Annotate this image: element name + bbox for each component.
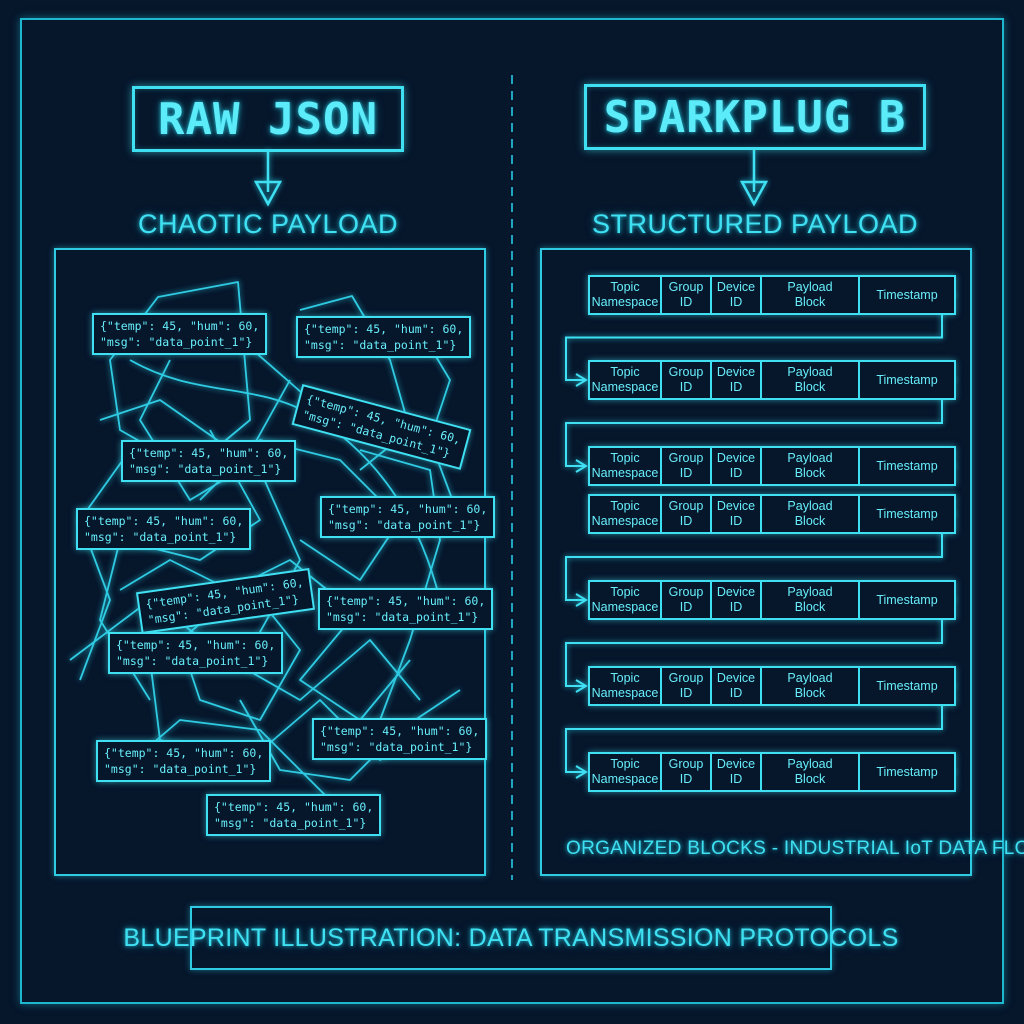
chaotic-payload-label: CHAOTIC PAYLOAD [137, 209, 399, 239]
json-line-1: {"temp": 45, "hum": 60, [326, 594, 486, 608]
row-field: Topic Namespace [590, 496, 662, 532]
row-field: Device ID [712, 277, 762, 313]
json-line-1: {"temp": 45, "hum": 60, [100, 319, 260, 333]
left-down-arrow-head [253, 180, 283, 207]
sparkplug-title: SPARKPLUG B [603, 91, 907, 143]
row-field: Timestamp [876, 506, 938, 521]
json-snippet: {"temp": 45, "hum": 60, "msg": "data_poin… [320, 496, 496, 538]
row-field: Payload Block [762, 277, 860, 313]
json-line-1: {"temp": 45, "hum": 60, [328, 502, 488, 516]
json-line-2: "msg": "data_point_1"} [104, 762, 257, 776]
footer-title: BLUEPRINT ILLUSTRATION: DATA TRANSMISSIO… [123, 923, 899, 952]
json-line-2: "msg": "data_point_1"} [320, 740, 473, 754]
json-line-1: {"temp": 45, "hum": 60, [214, 800, 374, 814]
row-field: Device ID [712, 582, 762, 618]
json-line-2: "msg": "data_point_1"} [84, 530, 237, 544]
row-field: Device ID [712, 668, 762, 704]
row-field: Timestamp [876, 372, 938, 387]
json-snippet: {"temp": 45, "hum": 60, "msg": "data_poin… [318, 588, 494, 630]
row-field: Group ID [662, 448, 712, 484]
json-line-2: "msg": "data_point_1"} [129, 462, 282, 476]
row-field: Topic Namespace [590, 668, 662, 704]
row-field: Topic Namespace [590, 362, 662, 398]
row-field: Timestamp [876, 592, 938, 607]
raw-json-title-box: RAW JSON [132, 86, 404, 152]
json-line-2: "msg": "data_point_1"} [328, 518, 481, 532]
row-field: Topic Namespace [590, 277, 662, 313]
row-field: Payload Block [762, 754, 860, 790]
row-field: Timestamp [876, 458, 938, 473]
row-field: Timestamp [876, 678, 938, 693]
tangled-wire [69, 599, 421, 701]
row-field: Device ID [712, 496, 762, 532]
row-field: Group ID [662, 582, 712, 618]
json-line-2: "msg": "data_point_1"} [304, 338, 457, 352]
structured-payload-panel [540, 248, 972, 876]
json-line-2: "msg": "data_point_1"} [326, 610, 479, 624]
row-field: Group ID [662, 754, 712, 790]
organized-blocks-caption: ORGANIZED BLOCKS - INDUSTRIAL IoT DATA F… [566, 838, 1024, 859]
row-field: Timestamp [876, 764, 938, 779]
right-down-arrow-head [739, 180, 769, 207]
json-line-2: "msg": "data_point_1"} [100, 335, 253, 349]
json-line-1: {"temp": 45, "hum": 60, [304, 322, 464, 336]
connector-arrow-icon [575, 765, 588, 779]
row-field: Group ID [662, 668, 712, 704]
row-field: Group ID [662, 496, 712, 532]
json-snippet: {"temp": 45, "hum": 60, "msg": "data_poin… [206, 794, 382, 836]
row-field: Group ID [662, 277, 712, 313]
json-line-1: {"temp": 45, "hum": 60, [84, 514, 244, 528]
row-field: Topic Namespace [590, 448, 662, 484]
raw-json-title: RAW JSON [158, 93, 378, 145]
json-snippet: {"temp": 45, "hum": 60, "msg": "data_poin… [92, 313, 268, 355]
connector-arrow-icon [575, 593, 588, 607]
row-field: Payload Block [762, 448, 860, 484]
json-snippet: {"temp": 45, "hum": 60, "msg": "data_poin… [96, 740, 272, 782]
row-field: Device ID [712, 754, 762, 790]
row-field: Payload Block [762, 362, 860, 398]
json-line-2: "msg": "data_point_1"} [214, 816, 367, 830]
json-line-2: "msg": "data_point_1"} [116, 654, 269, 668]
json-snippet: {"temp": 45, "hum": 60, "msg": "data_poin… [76, 508, 252, 550]
sparkplug-title-box: SPARKPLUG B [584, 84, 926, 150]
json-snippet: {"temp": 45, "hum": 60, "msg": "data_poin… [296, 316, 472, 358]
connector-arrow-icon [575, 459, 588, 473]
connector-arrow-icon [575, 679, 588, 693]
json-line-1: {"temp": 45, "hum": 60, [104, 746, 264, 760]
tangled-wire [359, 449, 441, 721]
json-snippet: {"temp": 45, "hum": 60, "msg": "data_poin… [121, 440, 297, 482]
tangled-wire [299, 619, 411, 721]
json-line-1: {"temp": 45, "hum": 60, [320, 724, 480, 738]
row-field: Group ID [662, 362, 712, 398]
row-field: Payload Block [762, 496, 860, 532]
row-field: Payload Block [762, 582, 860, 618]
chaotic-payload-panel [54, 248, 486, 876]
json-line-1: {"temp": 45, "hum": 60, [116, 638, 276, 652]
tangled-wire [79, 449, 131, 681]
json-line-1: {"temp": 45, "hum": 60, [129, 446, 289, 460]
json-snippet: {"temp": 45, "hum": 60, "msg": "data_poin… [312, 718, 488, 760]
structured-payload-label: STRUCTURED PAYLOAD [591, 209, 919, 239]
row-field: Device ID [712, 362, 762, 398]
connector-arrow-icon [575, 373, 588, 387]
outer-frame [20, 18, 1004, 1004]
row-field: Topic Namespace [590, 582, 662, 618]
row-field: Topic Namespace [590, 754, 662, 790]
row-field: Timestamp [876, 287, 938, 302]
row-field: Device ID [712, 448, 762, 484]
row-field: Payload Block [762, 668, 860, 704]
json-snippet: {"temp": 45, "hum": 60, "msg": "data_poin… [108, 632, 284, 674]
footer-box: BLUEPRINT ILLUSTRATION: DATA TRANSMISSIO… [123, 906, 898, 970]
